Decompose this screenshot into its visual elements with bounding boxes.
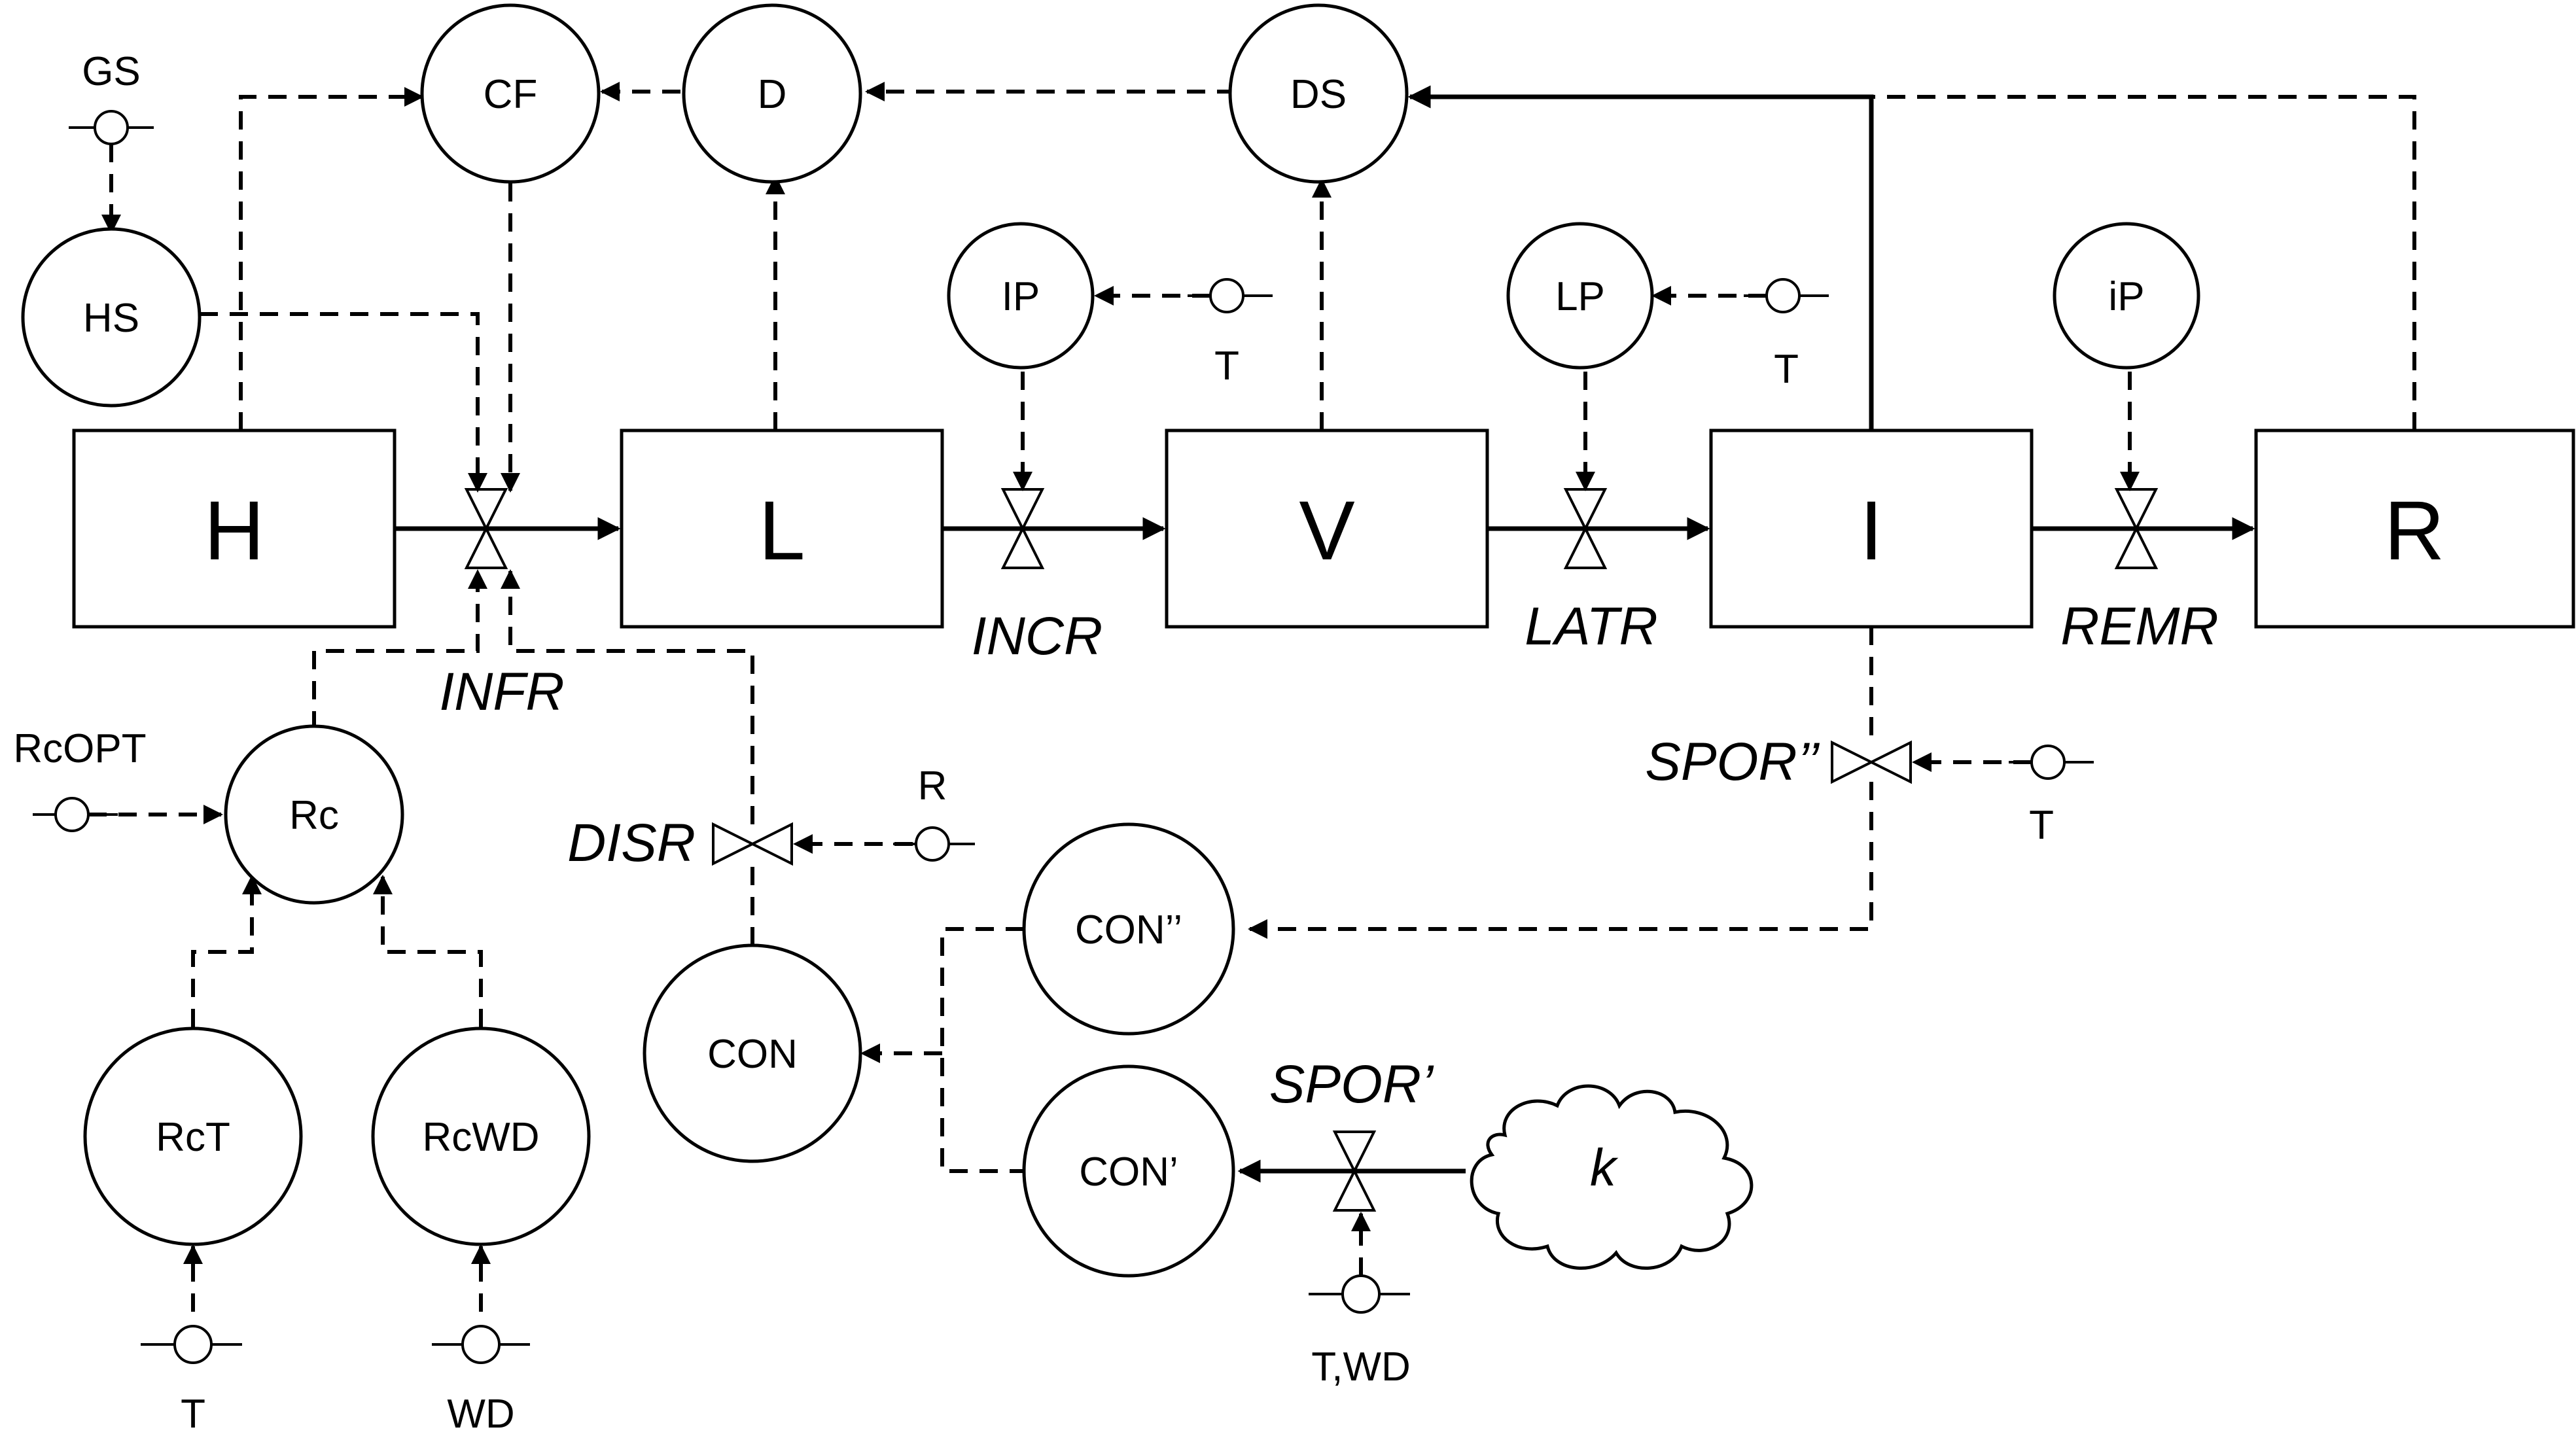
cloud-k[interactable]: k <box>1470 1084 1754 1270</box>
aux-ds[interactable]: DS <box>1228 3 1409 184</box>
flow-latr-label: LATR <box>1525 597 1658 656</box>
aux-rct-label: RcT <box>156 1115 230 1160</box>
aux-con[interactable]: CON <box>643 943 862 1163</box>
aux-con1-label: CON’ <box>1079 1149 1178 1195</box>
driver-r-disr[interactable] <box>893 826 975 862</box>
cloud-k-label: k <box>1590 1138 1619 1197</box>
flow-labels: INFR INCR LATR REMR DISR SPOR’ SPOR’’ <box>439 597 2218 1114</box>
stock-r[interactable]: R <box>2254 429 2575 629</box>
driver-r-disr-label: R <box>918 763 947 809</box>
aux-con1[interactable]: CON’ <box>1022 1064 1235 1278</box>
driver-t-rct[interactable] <box>141 1325 242 1364</box>
driver-t-rct-label: T <box>181 1392 205 1437</box>
info-links <box>88 82 2416 1312</box>
aux-rc-label: Rc <box>289 793 339 838</box>
auxiliaries: CF D DS HS IP LP iP Rc <box>21 3 2200 1278</box>
flow-spor1-label: SPOR’ <box>1269 1055 1434 1114</box>
stock-i-label: I <box>1860 484 1883 578</box>
aux-rc[interactable]: Rc <box>224 724 404 905</box>
aux-con-label: CON <box>707 1032 798 1077</box>
aux-d-label: D <box>758 72 787 117</box>
driver-t-lp[interactable] <box>1744 278 1829 313</box>
driver-t-ip[interactable] <box>1188 278 1273 313</box>
driver-gs[interactable] <box>69 110 154 145</box>
valve-spor1[interactable] <box>1332 1131 1377 1212</box>
stock-i[interactable]: I <box>1709 429 2034 629</box>
aux-cf[interactable]: CF <box>420 3 601 184</box>
driver-rcopt[interactable] <box>33 797 118 832</box>
flow-disr-label: DISR <box>567 813 696 873</box>
aux-ip-small-label: iP <box>2108 274 2144 319</box>
driver-t-ip-label: T <box>1214 343 1239 389</box>
stock-l[interactable]: L <box>620 429 944 629</box>
aux-ip-label: IP <box>1002 274 1040 319</box>
aux-con2-label: CON’’ <box>1075 907 1182 953</box>
stock-h[interactable]: H <box>72 429 397 629</box>
stock-v[interactable]: V <box>1165 429 1489 629</box>
driver-wd-rcwd-label: WD <box>447 1392 514 1437</box>
aux-ip[interactable]: IP <box>947 222 1095 370</box>
stock-h-label: H <box>204 484 264 578</box>
valve-disr[interactable] <box>712 822 793 866</box>
aux-rcwd[interactable]: RcWD <box>371 1026 591 1246</box>
driver-t-spor-label: T <box>2029 803 2054 848</box>
stock-r-label: R <box>2384 484 2444 578</box>
driver-gs-label: GS <box>82 49 141 94</box>
flow-spor2-label: SPOR’’ <box>1645 732 1820 792</box>
drivers <box>33 110 2094 1364</box>
stock-l-label: L <box>758 484 805 578</box>
flow-infr-label: INFR <box>439 662 564 722</box>
valve-latr[interactable] <box>1563 488 1608 569</box>
aux-hs-label: HS <box>83 296 139 341</box>
flow-incr-label: INCR <box>972 606 1103 666</box>
driver-wd-rcwd[interactable] <box>432 1325 530 1364</box>
aux-ds-label: DS <box>1290 72 1347 117</box>
driver-twd-spor-label: T,WD <box>1311 1344 1411 1390</box>
aux-con2[interactable]: CON’’ <box>1022 822 1235 1036</box>
driver-labels: GS T T RcOPT R T T WD T,WD <box>13 49 2054 1437</box>
driver-rcopt-label: RcOPT <box>13 726 146 771</box>
aux-rct[interactable]: RcT <box>83 1026 303 1246</box>
aux-lp-label: LP <box>1555 274 1605 319</box>
flow-remr-label: REMR <box>2060 597 2218 656</box>
driver-twd-spor[interactable] <box>1309 1274 1410 1314</box>
aux-cf-label: CF <box>484 72 538 117</box>
driver-t-lp-label: T <box>1774 347 1799 392</box>
aux-rcwd-label: RcWD <box>422 1115 539 1160</box>
valve-spor2[interactable] <box>1831 740 1912 784</box>
aux-lp[interactable]: LP <box>1506 222 1654 370</box>
aux-ip-small[interactable]: iP <box>2053 222 2200 370</box>
aux-hs[interactable]: HS <box>21 227 202 408</box>
aux-d[interactable]: D <box>682 3 862 184</box>
driver-t-spor[interactable] <box>2009 745 2094 780</box>
stock-v-label: V <box>1299 484 1354 578</box>
